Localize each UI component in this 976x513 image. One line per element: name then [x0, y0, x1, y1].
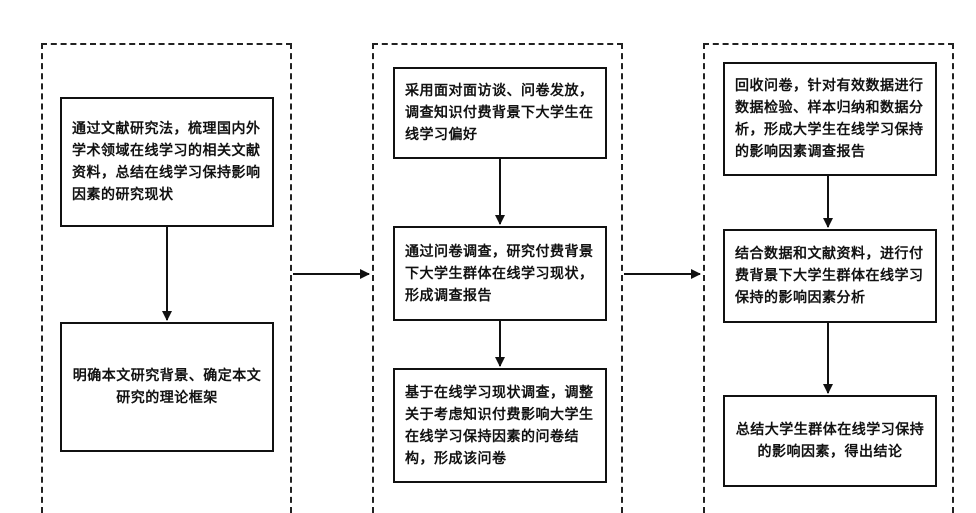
step-literature-review: 通过文献研究法，梳理国内外学术领域在线学习的相关文献资料，总结在线学习保持影响因… [60, 97, 274, 227]
step-factor-analysis: 结合数据和文献资料，进行付费背景下大学生群体在线学习保持的影响因素分析 [723, 229, 937, 323]
stage-column-1 [41, 43, 292, 513]
step-questionnaire-structure: 基于在线学习现状调查，调整关于考虑知识付费影响大学生在线学习保持因素的问卷结构，… [393, 368, 607, 483]
stage-column-2 [372, 43, 623, 513]
step-interviews-survey: 采用面对面访谈、问卷发放，调查知识付费背景下大学生在线学习偏好 [393, 67, 607, 159]
step-research-framework: 明确本文研究背景、确定本文研究的理论框架 [60, 322, 274, 452]
step-data-analysis: 回收问卷，针对有效数据进行数据检验、样本归纳和数据分析，形成大学生在线学习保持的… [723, 62, 937, 176]
step-conclusion: 总结大学生群体在线学习保持的影响因素，得出结论 [723, 395, 937, 487]
flowchart: 通过文献研究法，梳理国内外学术领域在线学习的相关文献资料，总结在线学习保持影响因… [41, 43, 954, 513]
stage-column-3 [703, 43, 954, 513]
step-questionnaire-survey: 通过问卷调查，研究付费背景下大学生群体在线学习现状，形成调查报告 [393, 226, 607, 321]
connector-arrows [162, 159, 833, 394]
